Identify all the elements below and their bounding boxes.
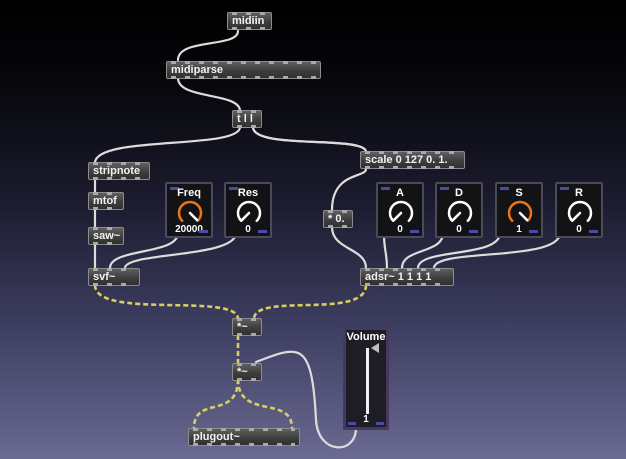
scale-object[interactable]: scale 0 127 0. 1. bbox=[360, 151, 465, 169]
dial-knob-icon bbox=[507, 200, 533, 223]
signal-adsr-mult bbox=[252, 284, 368, 320]
res-dial-label: Res bbox=[237, 187, 259, 199]
cable-trigger-vel bbox=[251, 125, 368, 154]
mult-sig-object-1[interactable]: *~ bbox=[232, 318, 262, 336]
cable-midiparse-trigger bbox=[176, 76, 242, 113]
mtof-object[interactable]: mtof bbox=[88, 192, 124, 210]
dial-knob-icon bbox=[447, 200, 473, 223]
cable-release-adsr bbox=[432, 231, 562, 270]
plugout-object[interactable]: plugout~ bbox=[188, 428, 300, 446]
freq-dial[interactable]: Freq 20000 bbox=[165, 182, 213, 238]
saw-label: saw~ bbox=[93, 230, 121, 242]
mult-zero-label: * 0. bbox=[328, 213, 345, 225]
mult-sig-object-2[interactable]: *~ bbox=[232, 363, 262, 381]
trigger-label: t l l bbox=[237, 113, 253, 125]
adsr-label: adsr~ 1 1 1 1 bbox=[365, 271, 432, 283]
stripnote-object[interactable]: stripnote bbox=[88, 162, 150, 180]
cable-scale-mult bbox=[330, 167, 368, 212]
midiin-label: midiin bbox=[232, 15, 265, 27]
mult-sig-label-1: *~ bbox=[237, 321, 248, 333]
signal-svf-mult bbox=[93, 284, 240, 320]
adsr-object[interactable]: adsr~ 1 1 1 1 bbox=[360, 268, 454, 286]
release-dial-value: 0 bbox=[576, 224, 582, 235]
slider-handle-icon[interactable] bbox=[371, 343, 379, 353]
decay-dial[interactable]: D 0 bbox=[435, 182, 483, 238]
cable-midiin-midiparse bbox=[176, 29, 240, 62]
cable-sustain-adsr bbox=[416, 231, 502, 270]
scale-label: scale 0 127 0. 1. bbox=[365, 154, 448, 166]
volume-slider-track[interactable] bbox=[366, 348, 369, 414]
decay-dial-label: D bbox=[455, 187, 463, 199]
mtof-label: mtof bbox=[93, 195, 117, 207]
midiparse-label: midiparse bbox=[171, 64, 223, 76]
volume-slider[interactable]: Volume 1 bbox=[343, 327, 389, 430]
plugout-label: plugout~ bbox=[193, 431, 240, 443]
mult-sig-label-2: *~ bbox=[237, 366, 248, 378]
cable-decay-adsr bbox=[400, 231, 445, 270]
trigger-object[interactable]: t l l bbox=[232, 110, 262, 128]
stripnote-label: stripnote bbox=[93, 165, 141, 177]
mult-zero-object[interactable]: * 0. bbox=[323, 210, 353, 228]
cable-attack-adsr bbox=[382, 231, 389, 270]
outlet-marker bbox=[376, 422, 384, 425]
sustain-dial[interactable]: S 1 bbox=[495, 182, 543, 238]
midiparse-object[interactable]: midiparse bbox=[166, 61, 321, 79]
attack-dial-label: A bbox=[396, 187, 404, 199]
dial-knob-icon bbox=[567, 200, 593, 223]
release-dial[interactable]: R 0 bbox=[555, 182, 603, 238]
saw-object[interactable]: saw~ bbox=[88, 227, 124, 245]
dial-knob-icon bbox=[236, 200, 262, 223]
attack-dial[interactable]: A 0 bbox=[376, 182, 424, 238]
res-dial-value: 0 bbox=[245, 224, 251, 235]
dial-knob-icon bbox=[388, 200, 414, 223]
svf-label: svf~ bbox=[93, 271, 116, 283]
signal-mult-plugout-right bbox=[236, 378, 294, 429]
attack-dial-value: 0 bbox=[397, 224, 403, 235]
cable-mult-adsr bbox=[330, 225, 368, 270]
midiin-object[interactable]: midiin bbox=[227, 12, 272, 30]
freq-dial-label: Freq bbox=[177, 187, 201, 199]
inlet-marker bbox=[348, 422, 356, 425]
signal-mult-plugout-left bbox=[192, 378, 240, 429]
dial-knob-icon bbox=[177, 200, 203, 223]
decay-dial-value: 0 bbox=[456, 224, 462, 235]
release-dial-label: R bbox=[575, 187, 583, 199]
svf-object[interactable]: svf~ bbox=[88, 268, 140, 286]
cable-res-svf bbox=[123, 231, 238, 270]
res-dial[interactable]: Res 0 bbox=[224, 182, 272, 238]
freq-dial-value: 20000 bbox=[175, 224, 203, 235]
cable-trigger-stripnote bbox=[93, 125, 242, 165]
volume-label: Volume bbox=[346, 331, 386, 343]
sustain-dial-label: S bbox=[515, 187, 523, 199]
volume-value: 1 bbox=[363, 414, 369, 425]
cable-trigger-scale bbox=[251, 125, 368, 154]
sustain-dial-value: 1 bbox=[516, 224, 522, 235]
